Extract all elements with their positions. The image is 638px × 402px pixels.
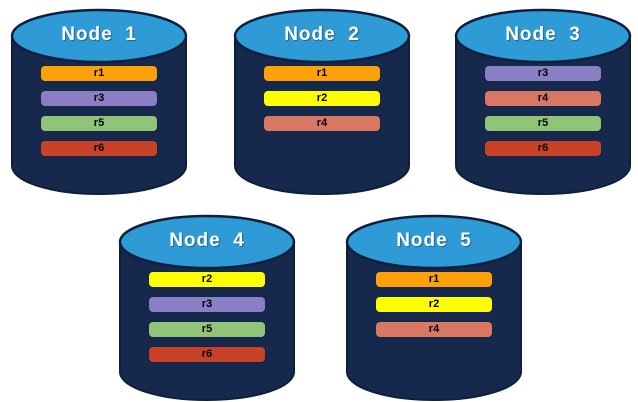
replica-list: r2 r3 r5 r6 bbox=[149, 272, 265, 372]
database-node-4: Node 4 r2 r3 r5 r6 bbox=[118, 212, 296, 402]
node-title: Node 5 bbox=[396, 230, 472, 251]
replica-bar-r1: r1 bbox=[264, 66, 380, 81]
replica-bar-r3: r3 bbox=[149, 297, 265, 312]
database-node-1: Node 1 r1 r3 r5 r6 bbox=[10, 6, 188, 196]
replica-bar-r3: r3 bbox=[485, 66, 601, 81]
replica-bar-r2: r2 bbox=[264, 91, 380, 106]
replica-bar-r4: r4 bbox=[376, 322, 492, 337]
database-node-5: Node 5 r1 r2 r4 bbox=[345, 212, 523, 402]
replica-list: r1 r2 r4 bbox=[376, 272, 492, 347]
replica-bar-r4: r4 bbox=[485, 91, 601, 106]
replica-bar-r1: r1 bbox=[41, 66, 157, 81]
replica-bar-r6: r6 bbox=[41, 141, 157, 156]
replica-bar-r4: r4 bbox=[264, 116, 380, 131]
node-title: Node 4 bbox=[169, 230, 245, 251]
replica-bar-r2: r2 bbox=[149, 272, 265, 287]
replica-bar-r2: r2 bbox=[376, 297, 492, 312]
node-title: Node 2 bbox=[284, 24, 360, 45]
replica-bar-r5: r5 bbox=[149, 322, 265, 337]
replica-bar-r3: r3 bbox=[41, 91, 157, 106]
database-node-3: Node 3 r3 r4 r5 r6 bbox=[454, 6, 632, 196]
replica-bar-r1: r1 bbox=[376, 272, 492, 287]
database-node-2: Node 2 r1 r2 r4 bbox=[233, 6, 411, 196]
replica-list: r3 r4 r5 r6 bbox=[485, 66, 601, 166]
replica-bar-r5: r5 bbox=[41, 116, 157, 131]
replica-bar-r6: r6 bbox=[485, 141, 601, 156]
replica-bar-r5: r5 bbox=[485, 116, 601, 131]
node-title: Node 3 bbox=[505, 24, 581, 45]
replica-bar-r6: r6 bbox=[149, 347, 265, 362]
replica-list: r1 r3 r5 r6 bbox=[41, 66, 157, 166]
replica-list: r1 r2 r4 bbox=[264, 66, 380, 141]
node-title: Node 1 bbox=[61, 24, 137, 45]
